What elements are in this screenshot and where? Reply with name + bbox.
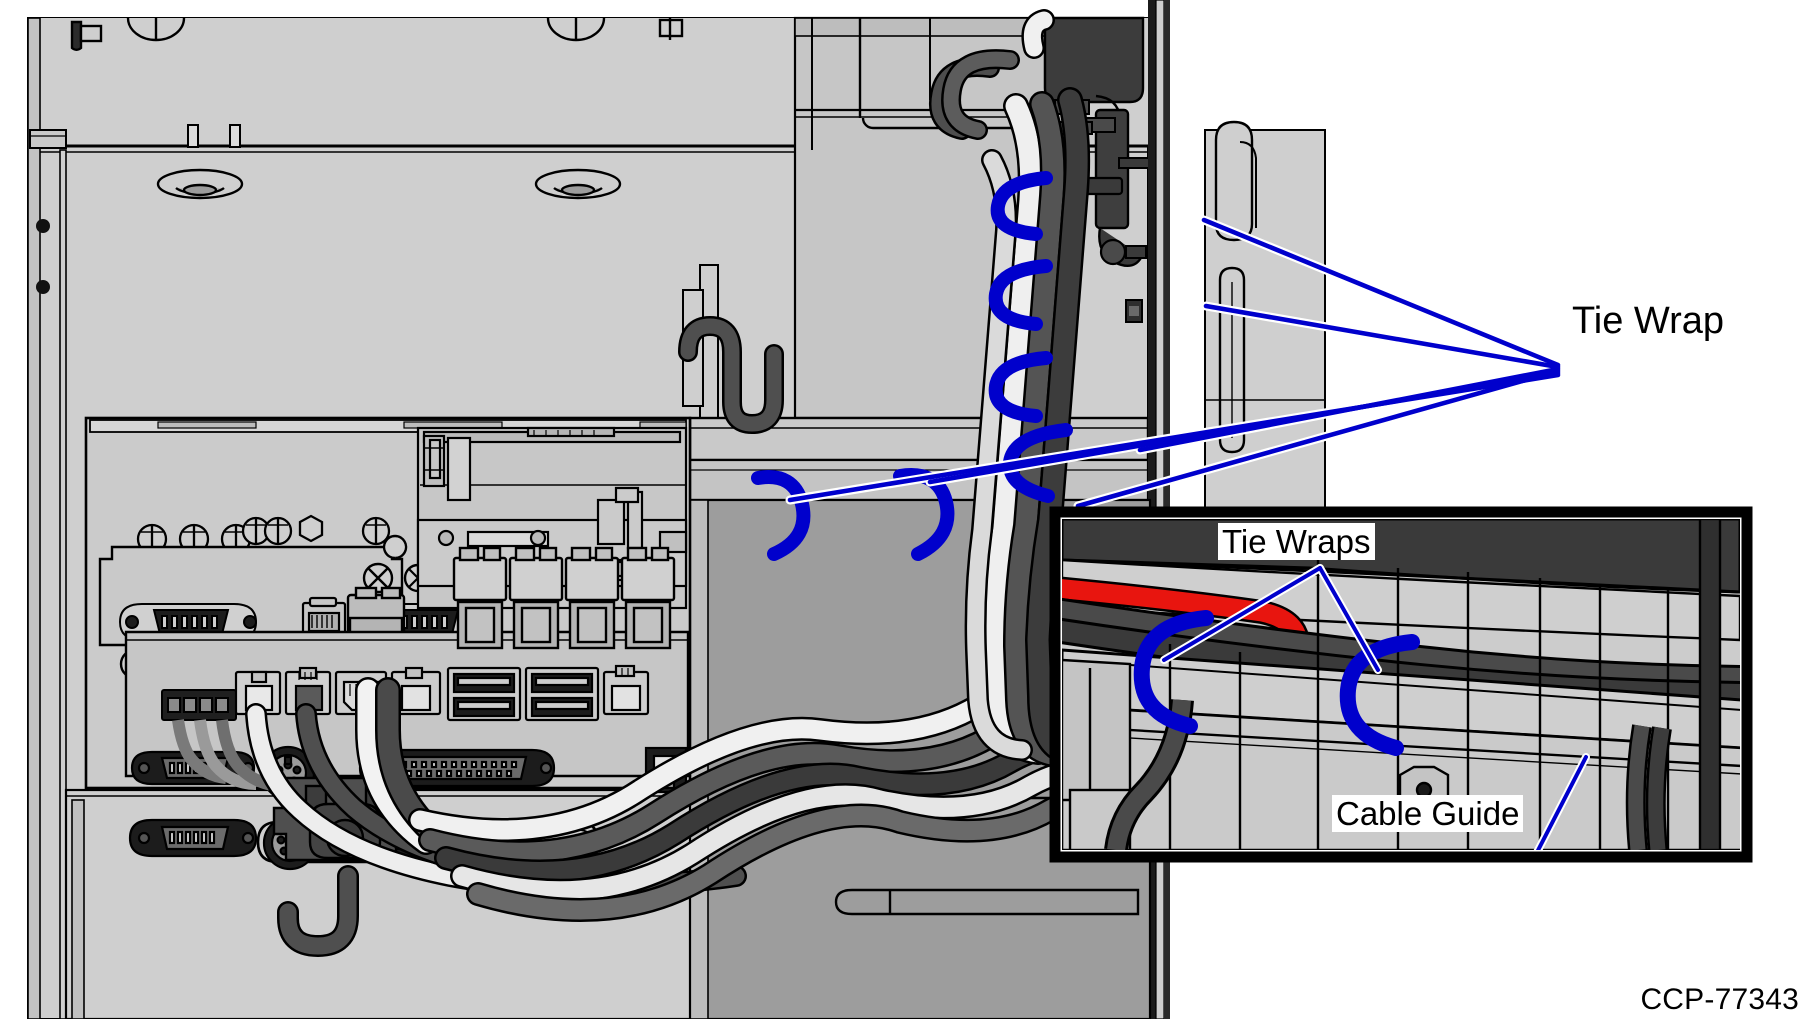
top-cable-loops (929, 9, 1055, 140)
rj45-jack-5 (602, 664, 650, 716)
leader-lines-main (785, 215, 1563, 511)
callout-tie-wrap-main: Tie Wrap (1572, 300, 1725, 342)
rj45-jack-4 (390, 666, 442, 716)
part-number-text: CCP-77343 (1640, 983, 1799, 1016)
loose-loop-cable (678, 315, 784, 435)
inset-tie-wrap-1 (1133, 610, 1214, 734)
callout-cable-guide-inset: Cable Guide (1332, 795, 1524, 832)
tie-wrap-1 (990, 171, 1053, 241)
vent-holes (156, 168, 622, 200)
tie-wrap-5 (751, 470, 811, 561)
callout-tie-wrap-main-text: Tie Wrap (1572, 300, 1725, 342)
usb-stack-1 (446, 666, 522, 722)
inset-tie-wrap-2 (1339, 634, 1420, 756)
tie-wrap-2 (988, 259, 1053, 331)
lower-port-row (161, 664, 650, 722)
callout-tie-wraps-inset: Tie Wraps (1218, 523, 1375, 560)
side-hole-2 (36, 280, 50, 294)
terminal-blocks (452, 546, 676, 650)
part-number-label: CCP-77343 (1640, 983, 1799, 1017)
callout-tie-wraps-inset-text: Tie Wraps (1222, 523, 1371, 560)
side-hole-1 (36, 219, 50, 233)
pin-header (161, 689, 237, 721)
vga-plug-cable (277, 865, 359, 958)
tie-wrap-3 (988, 351, 1053, 423)
callout-cable-guide-text: Cable Guide (1336, 795, 1520, 832)
rj45-jack-upper-1 (301, 596, 347, 645)
usb-stack-2 (524, 666, 600, 722)
